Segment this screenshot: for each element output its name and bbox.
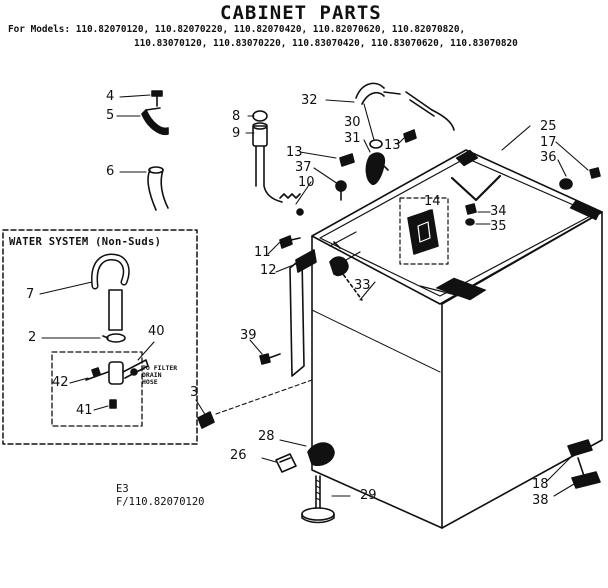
callout-3: 3 — [190, 385, 199, 400]
part-35 — [465, 218, 475, 226]
footer-code: E3 — [116, 483, 129, 495]
callout-39: 39 — [240, 328, 257, 343]
footer-ref: F/110.82070120 — [116, 496, 205, 508]
leader-lines — [39, 94, 589, 497]
callout-42: 42 — [52, 375, 69, 390]
callout-14: 14 — [424, 194, 441, 209]
clip-part-41 — [109, 399, 117, 409]
grommet-part-30 — [369, 139, 383, 149]
models-line-1: For Models: 110.82070120, 110.82070220, … — [8, 24, 466, 35]
diagram-title: CABINET PARTS — [220, 2, 382, 24]
roller-part-28 — [307, 442, 335, 467]
bracket-part-12 — [295, 249, 317, 273]
callout-9: 9 — [232, 126, 241, 141]
callout-37: 37 — [295, 160, 312, 175]
spring-part — [279, 193, 304, 216]
water-system-title: WATER SYSTEM (Non-Suds) — [9, 236, 162, 248]
filter-drain-hose-note: TO FILTER DRAIN HOSE — [142, 364, 178, 386]
callout-2: 2 — [28, 330, 37, 345]
callout-36: 36 — [540, 150, 557, 165]
fitting-part-40 — [108, 359, 149, 385]
clip-part-31 — [365, 152, 389, 186]
screw-part-4 — [151, 90, 163, 107]
clip-part-26 — [275, 453, 297, 473]
screw-part-39 — [259, 353, 281, 365]
callout-12: 12 — [260, 263, 277, 278]
bracket-part-5 — [141, 107, 169, 136]
callout-31: 31 — [344, 131, 361, 146]
hose-part-32 — [355, 82, 455, 131]
callout-28: 28 — [258, 429, 275, 444]
callout-32: 32 — [301, 93, 318, 108]
callout-18: 18 — [532, 477, 549, 492]
clamp-part-2 — [102, 333, 126, 343]
callout-8: 8 — [232, 109, 241, 124]
callout-34: 34 — [490, 204, 507, 219]
callout-30: 30 — [344, 115, 361, 130]
part-34 — [465, 203, 477, 215]
callout-26: 26 — [230, 448, 247, 463]
tube-part-9 — [252, 122, 283, 203]
side-rail — [289, 257, 305, 377]
leg-part-29 — [301, 475, 335, 524]
fitting-part-3 — [197, 411, 215, 429]
callout-13b: 13 — [384, 138, 401, 153]
latch-part-33 — [329, 241, 363, 301]
part-36 — [559, 178, 573, 190]
hose-part-6 — [147, 166, 169, 211]
callout-35: 35 — [490, 219, 507, 234]
screw-part-17 — [589, 167, 601, 179]
callout-5: 5 — [106, 108, 115, 123]
screw-part-42 — [85, 367, 109, 381]
callout-6: 6 — [106, 164, 115, 179]
callout-25: 25 — [540, 119, 557, 134]
callout-29: 29 — [360, 488, 377, 503]
callout-7: 7 — [26, 287, 35, 302]
screw-part-13b — [403, 129, 417, 143]
callout-17: 17 — [540, 135, 557, 150]
callout-38: 38 — [532, 493, 549, 508]
screw-part-37 — [335, 180, 347, 201]
callout-10: 10 — [298, 175, 315, 190]
screw-part-11 — [279, 235, 301, 249]
callout-33: 33 — [354, 278, 371, 293]
screw-part-13a — [339, 153, 355, 167]
callout-40: 40 — [148, 324, 165, 339]
callout-4: 4 — [106, 89, 115, 104]
callout-13a: 13 — [286, 145, 303, 160]
plug-part-8 — [252, 110, 268, 122]
leg-part-18 — [567, 439, 601, 489]
models-line-2: 110.83070120, 110.83070220, 110.83070420… — [134, 38, 518, 49]
callout-11: 11 — [254, 245, 271, 260]
hose-part-7 — [91, 253, 130, 331]
cabinet-part-25 — [311, 149, 603, 529]
water-system-box — [2, 229, 198, 445]
callout-41: 41 — [76, 403, 93, 418]
